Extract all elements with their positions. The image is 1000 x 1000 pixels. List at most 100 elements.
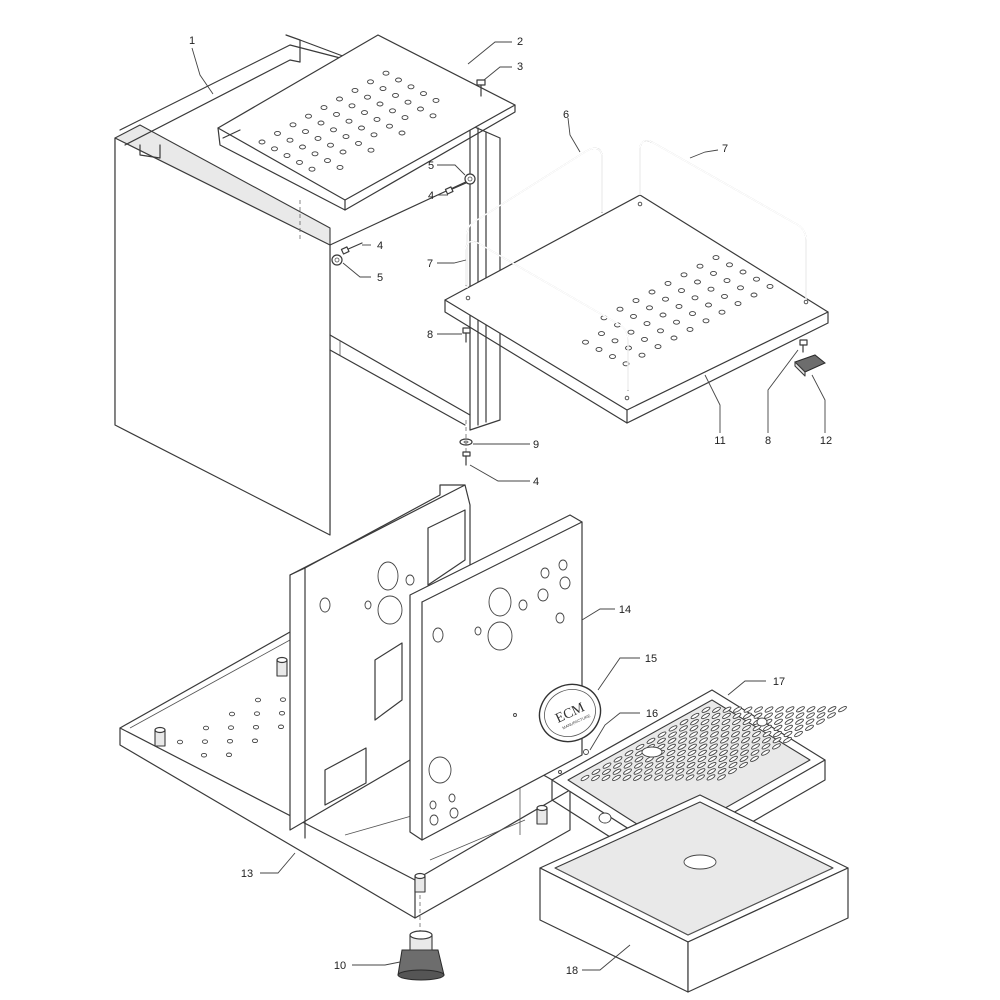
grid-slot bbox=[676, 762, 685, 769]
callout-2: 2 bbox=[517, 36, 523, 48]
top-plate-vent-holes bbox=[258, 70, 440, 172]
grid-slot bbox=[721, 718, 731, 726]
vent-hole bbox=[355, 140, 362, 146]
callout-16: 16 bbox=[646, 708, 658, 720]
vent-hole bbox=[277, 724, 285, 730]
grid-slot bbox=[708, 749, 718, 756]
grid-slot bbox=[707, 762, 717, 769]
grid-slot bbox=[667, 737, 677, 744]
vent-hole bbox=[373, 116, 381, 122]
grid-slot bbox=[751, 737, 761, 744]
grid-slot bbox=[697, 755, 707, 763]
grid-slot bbox=[706, 774, 716, 781]
cup-tray-vent-holes bbox=[582, 255, 774, 367]
vent-hole bbox=[638, 352, 646, 358]
vent-hole bbox=[258, 139, 266, 145]
callout-8a: 8 bbox=[427, 329, 433, 341]
grid-slot bbox=[602, 762, 612, 769]
vent-hole bbox=[689, 311, 696, 317]
grid-slot bbox=[773, 731, 782, 738]
callout-5a: 5 bbox=[428, 160, 434, 172]
grid-slot bbox=[698, 749, 707, 756]
grid-slot bbox=[720, 737, 729, 744]
callout-4a: 4 bbox=[428, 190, 434, 202]
vent-hole bbox=[279, 697, 287, 702]
grid-slot bbox=[687, 749, 697, 756]
vent-hole bbox=[694, 279, 701, 285]
grid-slot bbox=[686, 762, 696, 769]
vent-hole bbox=[657, 328, 664, 334]
grid-slot bbox=[689, 731, 698, 738]
grid-slot bbox=[741, 737, 750, 744]
vent-hole bbox=[336, 96, 343, 102]
vent-hole bbox=[251, 738, 259, 744]
grid-slot bbox=[711, 719, 720, 726]
grid-slot bbox=[762, 731, 772, 738]
grid-slot bbox=[774, 718, 783, 725]
grid-slot bbox=[688, 737, 698, 744]
grid-slot bbox=[729, 749, 739, 756]
grid-slot bbox=[773, 724, 783, 731]
grid-slot bbox=[751, 743, 760, 750]
grid-slot bbox=[699, 731, 709, 738]
callout-15: 15 bbox=[645, 653, 657, 665]
callout-6: 6 bbox=[563, 109, 569, 121]
grid-slot bbox=[728, 768, 737, 775]
vent-hole bbox=[659, 312, 667, 318]
callout-14: 14 bbox=[619, 604, 631, 616]
callout-7b: 7 bbox=[427, 258, 433, 270]
vent-hole bbox=[750, 292, 758, 298]
grid-slot bbox=[655, 756, 665, 763]
grid-slot bbox=[612, 768, 622, 775]
grid-slot bbox=[676, 756, 686, 763]
vent-hole bbox=[664, 280, 672, 286]
grid-slot bbox=[687, 755, 696, 763]
vent-hole bbox=[721, 293, 728, 299]
vent-hole bbox=[202, 725, 210, 731]
callout-9: 9 bbox=[533, 439, 539, 451]
vent-hole bbox=[705, 302, 712, 308]
vent-hole bbox=[271, 146, 278, 152]
grid-slot bbox=[633, 768, 643, 775]
callout-5b: 5 bbox=[377, 272, 383, 284]
vent-hole bbox=[395, 77, 402, 83]
vent-hole bbox=[648, 289, 656, 295]
grid-slot bbox=[750, 749, 760, 756]
grid-slot bbox=[665, 762, 675, 769]
grid-slot bbox=[635, 743, 645, 751]
vent-hole bbox=[627, 329, 635, 335]
grid-slot bbox=[730, 737, 740, 744]
grid-slot bbox=[742, 718, 752, 725]
vent-hole bbox=[308, 166, 316, 172]
grid-slot bbox=[678, 731, 688, 738]
vent-hole bbox=[686, 326, 694, 332]
grid-slot bbox=[740, 743, 750, 750]
callout-3: 3 bbox=[517, 61, 523, 73]
grid-slot bbox=[667, 743, 676, 750]
callout-8b: 8 bbox=[765, 435, 771, 447]
vent-hole bbox=[616, 306, 624, 312]
vent-hole bbox=[370, 132, 378, 138]
vent-hole bbox=[351, 87, 359, 93]
part-8-9-4-fasteners-lower bbox=[459, 327, 473, 466]
vent-hole bbox=[324, 158, 331, 164]
grid-slot bbox=[740, 749, 749, 756]
part-8-12-right bbox=[794, 339, 826, 377]
grid-slot bbox=[728, 761, 738, 769]
grid-slot bbox=[601, 774, 611, 781]
callout-4c: 4 bbox=[533, 476, 539, 488]
grid-slot bbox=[677, 749, 686, 757]
grid-slot bbox=[739, 755, 749, 762]
vent-hole bbox=[225, 752, 233, 758]
vent-hole bbox=[348, 103, 356, 109]
callout-17: 17 bbox=[773, 676, 785, 688]
vent-hole bbox=[228, 711, 236, 717]
vent-hole bbox=[680, 272, 688, 278]
grid-slot bbox=[806, 706, 816, 713]
grid-slot bbox=[772, 737, 782, 744]
grid-slot bbox=[743, 712, 752, 719]
vent-hole bbox=[367, 79, 374, 85]
vent-hole bbox=[283, 153, 291, 159]
grid-slot bbox=[712, 706, 721, 713]
grid-slot bbox=[764, 706, 774, 713]
